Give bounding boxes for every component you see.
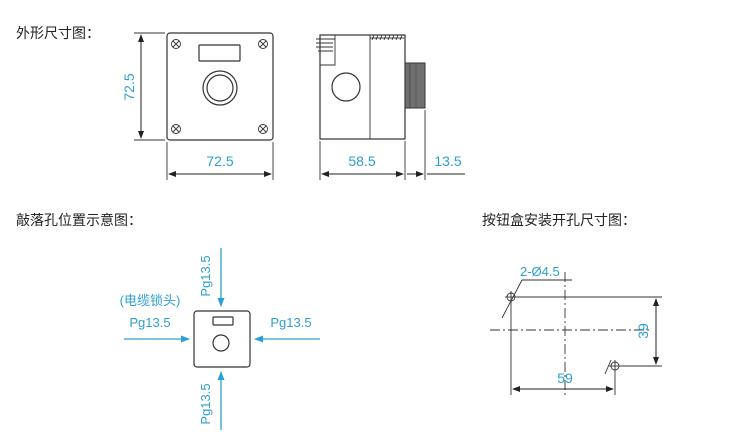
front-height-value: 72.5: [121, 73, 137, 100]
screw-icon: [258, 39, 268, 49]
mounting-horizontal-value: 59: [557, 370, 573, 386]
front-width-dimension: 72.5: [166, 142, 274, 180]
screw-icon: [171, 39, 181, 49]
knockout-label-bottom: Pg13.5: [198, 383, 213, 424]
knockout-diagram: Pg13.5 Pg13.5 (电缆锁头) Pg13.5 Pg13.5: [120, 248, 320, 430]
mounting-section-title: 按钮盒安装开孔尺寸图：: [482, 212, 636, 229]
front-height-dimension: 72.5: [121, 32, 165, 141]
front-width-value: 72.5: [206, 153, 233, 169]
button-protrusion-dimension: 13.5: [407, 110, 465, 180]
mounting-diagram: 2-Ø4.5 59 39: [490, 264, 662, 395]
front-view: [166, 32, 274, 141]
knockout-label-top: Pg13.5: [198, 255, 213, 296]
screw-icon: [171, 124, 181, 134]
knockout-label-right: Pg13.5: [270, 315, 311, 330]
side-depth-value: 58.5: [348, 153, 375, 169]
mounting-hole: [609, 360, 621, 372]
button-protrusion-value: 13.5: [434, 153, 461, 169]
mounting-vertical-value: 39: [635, 323, 651, 339]
knockout-section-title: 敲落孔位置示意图：: [16, 212, 142, 229]
mounting-hole-label: 2-Ø4.5: [520, 264, 560, 279]
side-depth-dimension: 58.5: [319, 141, 406, 180]
knockout-label-left: Pg13.5: [129, 315, 170, 330]
outline-section-title: 外形尺寸图：: [16, 26, 100, 42]
knockout-cable-note: (电缆锁头): [120, 293, 181, 308]
screw-icon: [258, 124, 268, 134]
side-view: [316, 34, 426, 140]
